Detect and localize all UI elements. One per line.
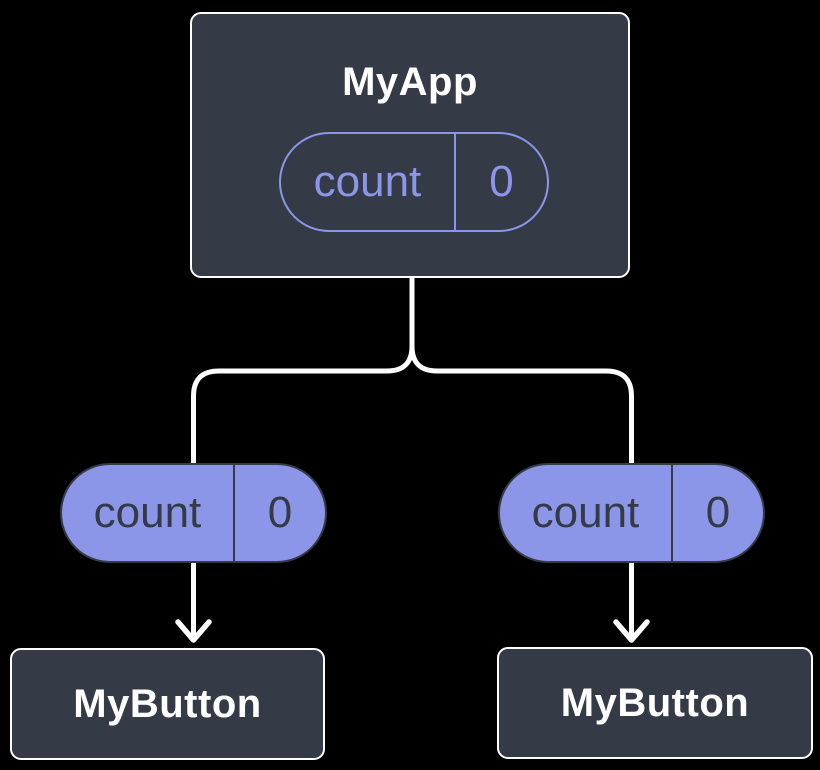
arrow-down-icon-left xyxy=(175,558,212,643)
arrow-down-icon-right xyxy=(613,558,650,643)
state-pill: count 0 xyxy=(279,132,549,232)
child-component-box-right: MyButton xyxy=(497,647,813,759)
child-component-title-right: MyButton xyxy=(560,680,750,725)
branch-line-left xyxy=(191,272,415,470)
prop-pill-left: count 0 xyxy=(60,463,327,563)
prop-pill-left-label: count xyxy=(62,465,235,561)
root-component-box: MyApp count 0 xyxy=(190,12,630,278)
state-pill-value: 0 xyxy=(489,157,514,206)
prop-pill-left-value: 0 xyxy=(267,488,293,537)
prop-pill-right-value: 0 xyxy=(705,488,731,537)
prop-pill-right-label: count xyxy=(500,465,673,561)
child-component-title-left: MyButton xyxy=(73,681,262,726)
child-component-box-left: MyButton xyxy=(10,648,325,760)
state-pill-label: count xyxy=(281,134,456,230)
root-component-title: MyApp xyxy=(342,60,478,104)
prop-pill-right: count 0 xyxy=(498,463,765,563)
branch-line-right xyxy=(409,272,634,470)
